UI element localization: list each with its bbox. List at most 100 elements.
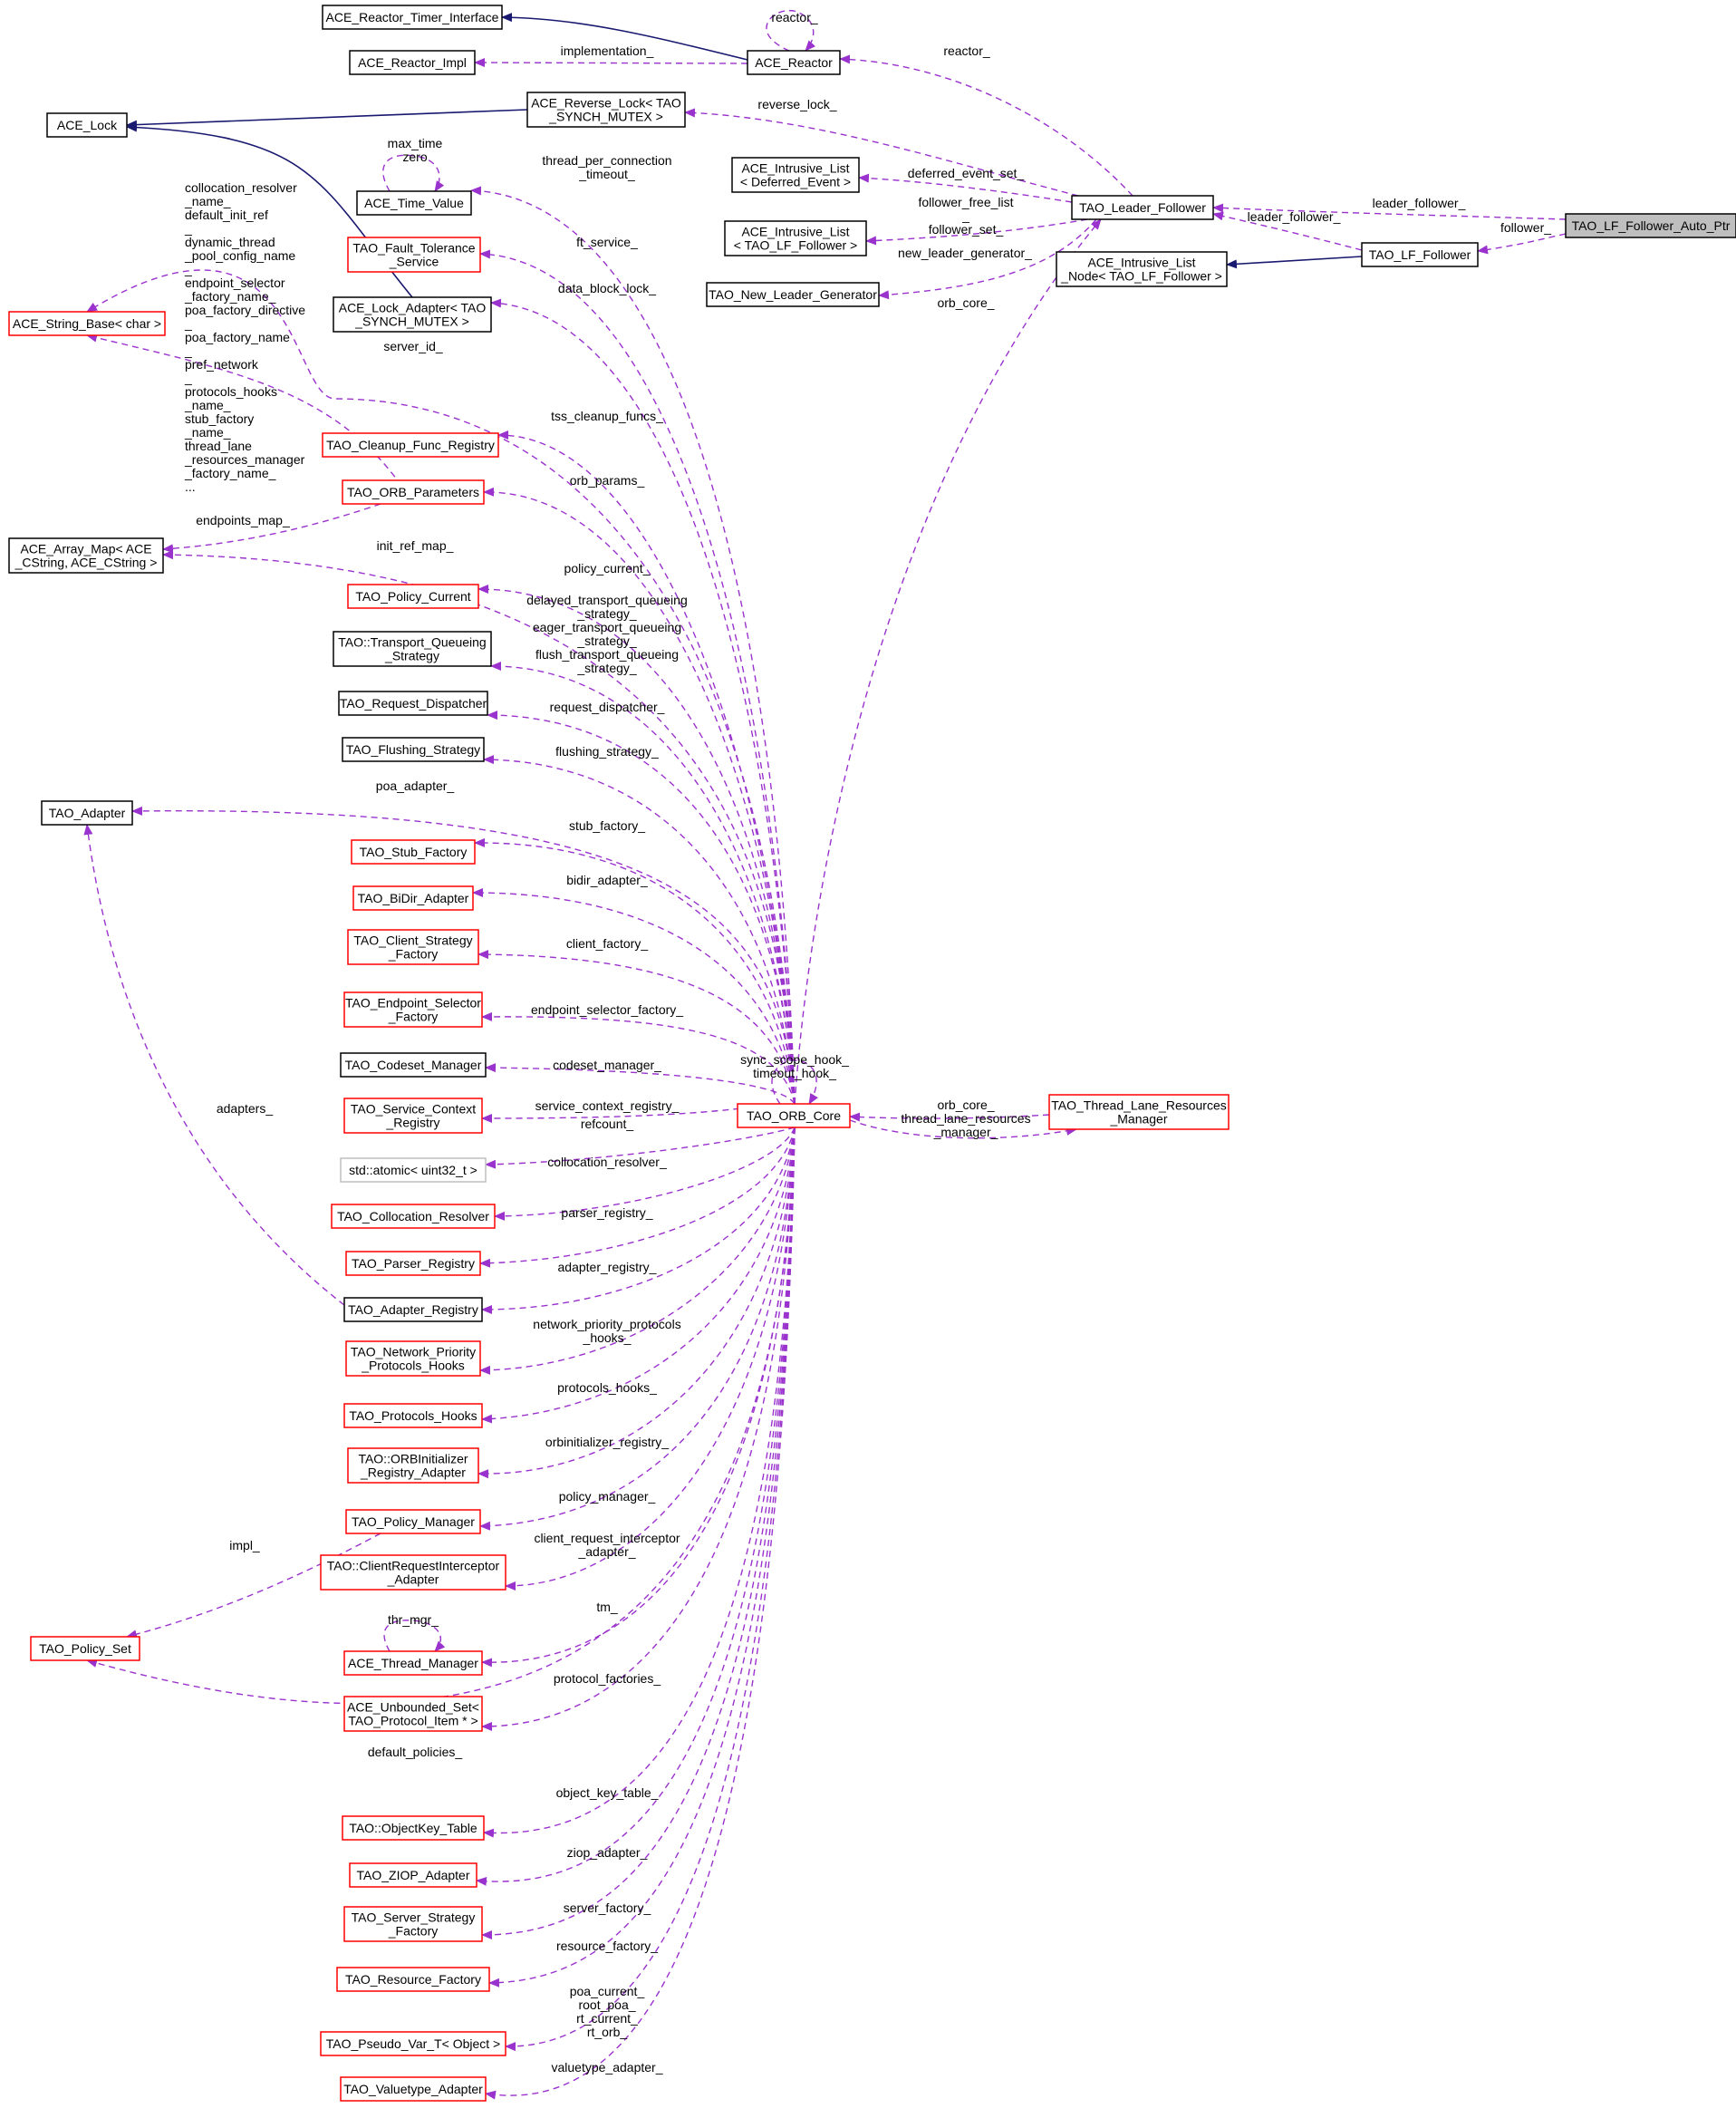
class-node-stub-factory[interactable]: TAO_Stub_Factory [351, 839, 476, 865]
class-node-request-dispatcher[interactable]: TAO_Request_Dispatcher [338, 691, 488, 716]
dependency-edge [383, 1620, 446, 1652]
class-node-orb-parameters[interactable]: TAO_ORB_Parameters [342, 479, 485, 505]
dependency-edge [83, 824, 345, 1306]
class-node-ziop-adapter[interactable]: TAO_ZIOP_Adapter [349, 1862, 477, 1888]
edge-label-ft-service: ft_service_ [576, 235, 638, 249]
dependency-edge [481, 1127, 796, 1731]
edge-label-resource-factory: resource_factory_ [556, 1939, 658, 1953]
class-node-lock-adapter[interactable]: ACE_Lock_Adapter< TAO_SYNCH_MUTEX > [333, 296, 492, 333]
class-node-ace-reactor[interactable]: ACE_Reactor [747, 50, 841, 75]
class-node-reverse-lock[interactable]: ACE_Reverse_Lock< TAO_SYNCH_MUTEX > [526, 92, 686, 128]
class-node-label: ACE_Reverse_Lock< TAO_SYNCH_MUTEX > [531, 96, 681, 124]
dependency-edge [865, 218, 1088, 246]
edge-label-group: follower_ [1500, 220, 1551, 235]
class-node-endpoint-selector[interactable]: TAO_Endpoint_Selector_Factory [343, 991, 483, 1028]
class-node-label: TAO_New_Leader_Generator [709, 287, 877, 302]
inheritance-edge [501, 13, 748, 61]
edge-label-default-policies: default_policies_ [368, 1745, 463, 1759]
class-node-lf-auto-ptr[interactable]: TAO_LF_Follower_Auto_Ptr [1565, 213, 1736, 238]
class-node-intrusive-deferred[interactable]: ACE_Intrusive_List< Deferred_Event > [731, 157, 860, 193]
edge-label-group: new_leader_generator_ [898, 246, 1032, 260]
class-node-atomic[interactable]: std::atomic< uint32_t > [340, 1157, 487, 1183]
edge-label-group: impl_ [229, 1538, 260, 1552]
class-node-label: ACE_Thread_Manager [348, 1656, 478, 1670]
class-node-string-base[interactable]: ACE_String_Base< char > [8, 311, 166, 336]
class-node-valuetype-adapter[interactable]: TAO_Valuetype_Adapter [340, 2076, 487, 2102]
edge-label-group: client_request_interceptor_adapter_ [534, 1531, 680, 1559]
class-node-intrusive-lf[interactable]: ACE_Intrusive_List< TAO_LF_Follower > [724, 220, 867, 256]
edge-label-adapters: adapters_ [217, 1101, 273, 1116]
edge-label-request-dispatcher: request_dispatcher_ [550, 700, 665, 714]
class-node-policy-manager[interactable]: TAO_Policy_Manager [345, 1509, 481, 1534]
edge-label-object-key-table: object_key_table_ [556, 1785, 659, 1800]
edge-label-group: poa_adapter_ [376, 779, 455, 793]
edge-label-tss-cleanup: tss_cleanup_funcs_ [551, 409, 663, 423]
dependency-edge [488, 1127, 796, 1987]
class-node-resource-factory[interactable]: TAO_Resource_Factory [336, 1967, 490, 1992]
class-node-orb-core[interactable]: TAO_ORB_Core [737, 1103, 851, 1128]
class-node-unbounded-set[interactable]: ACE_Unbounded_Set<TAO_Protocol_Item * > [343, 1696, 483, 1732]
class-node-time-value[interactable]: ACE_Time_Value [356, 190, 472, 216]
class-node-bidir-adapter[interactable]: TAO_BiDir_Adapter [352, 885, 474, 911]
class-node-protocols-hooks[interactable]: TAO_Protocols_Hooks [343, 1403, 483, 1428]
class-node-network-priority[interactable]: TAO_Network_Priority_Protocols_Hooks [345, 1340, 481, 1377]
class-node-orbinitializer[interactable]: TAO::ORBInitializer_Registry_Adapter [347, 1447, 479, 1484]
class-node-reactor-impl[interactable]: ACE_Reactor_Impl [349, 50, 476, 75]
class-node-new-leader-gen[interactable]: TAO_New_Leader_Generator [706, 282, 880, 307]
edge-label-group: object_key_table_ [556, 1785, 659, 1800]
edge-label-adapter-registry: adapter_registry_ [558, 1260, 657, 1274]
dependency-edge [858, 173, 1073, 203]
edge-label-group: sync_scope_hook_timeout_hook_ [740, 1052, 849, 1080]
edge-label-group: thread_lane_resources_manager_ [901, 1111, 1030, 1139]
class-node-leader-follower[interactable]: TAO_Leader_Follower [1071, 195, 1214, 220]
class-node-collocation-resolver[interactable]: TAO_Collocation_Resolver [331, 1204, 496, 1229]
edge-label-group: deferred_event_set_ [908, 166, 1025, 180]
class-node-codeset-manager[interactable]: TAO_Codeset_Manager [340, 1052, 487, 1078]
class-node-policy-current[interactable]: TAO_Policy_Current [347, 584, 479, 609]
edge-label-network-priority: network_priority_protocols_hooks_ [533, 1317, 680, 1345]
edge-label-orb-core-tl: orb_core_ [937, 1098, 994, 1112]
class-node-ace-lock[interactable]: ACE_Lock [46, 112, 128, 138]
class-node-adapter-registry[interactable]: TAO_Adapter_Registry [343, 1297, 483, 1322]
class-node-client-request[interactable]: TAO::ClientRequestInterceptor_Adapter [320, 1554, 506, 1591]
class-node-label: TAO_Service_Context_Registry [351, 1102, 476, 1130]
class-node-array-map[interactable]: ACE_Array_Map< ACE_CString, ACE_CString … [8, 537, 164, 574]
class-node-label: TAO::ObjectKey_Table [349, 1821, 477, 1835]
class-node-label: TAO_Policy_Set [39, 1641, 131, 1656]
class-node-objectkey-table[interactable]: TAO::ObjectKey_Table [342, 1815, 485, 1841]
class-node-service-context[interactable]: TAO_Service_Context_Registry [343, 1098, 483, 1134]
class-node-policy-set[interactable]: TAO_Policy_Set [30, 1636, 140, 1661]
class-node-label: TAO_Policy_Current [355, 589, 470, 604]
edge-label-data-block-lock: data_block_lock_ [558, 281, 656, 295]
edge-label-group: leader_follower_ [1373, 196, 1466, 210]
class-node-fault-tolerance[interactable]: TAO_Fault_Tolerance_Service [347, 237, 481, 273]
edge-label-ziop-adapter: ziop_adapter_ [567, 1845, 648, 1860]
dependency-edge [162, 503, 381, 554]
dependency-edge [131, 806, 796, 1105]
dependency-edge [481, 1011, 796, 1105]
edge-label-group: reactor_ [771, 10, 818, 24]
edge-label-group: delayed_transport_queueing_strategy_eage… [526, 593, 687, 675]
class-node-transport-queueing[interactable]: TAO::Transport_Queueing_Strategy [333, 631, 492, 667]
class-node-cleanup-func[interactable]: TAO_Cleanup_Func_Registry [322, 432, 499, 458]
class-node-reactor-timer-iface[interactable]: ACE_Reactor_Timer_Interface [322, 5, 503, 30]
edge-label-orbinitializer: orbinitializer_registry_ [545, 1435, 669, 1449]
class-node-thread-lane[interactable]: TAO_Thread_Lane_Resources_Manager [1048, 1094, 1230, 1130]
dependency-edge [470, 186, 796, 1105]
class-node-flushing-strategy[interactable]: TAO_Flushing_Strategy [342, 737, 485, 762]
edge-label-protocol-factories: protocol_factories_ [554, 1671, 661, 1686]
class-node-client-strategy[interactable]: TAO_Client_Strategy_Factory [347, 929, 479, 965]
class-node-thread-manager[interactable]: ACE_Thread_Manager [343, 1650, 483, 1676]
edge-label-impl: impl_ [229, 1538, 260, 1552]
class-node-server-strategy[interactable]: TAO_Server_Strategy_Factory [343, 1906, 483, 1942]
class-node-pseudo-var[interactable]: TAO_Pseudo_Var_T< Object > [320, 2031, 506, 2056]
class-node-label: TAO_Valuetype_Adapter [343, 2082, 483, 2096]
class-node-label: TAO_Collocation_Resolver [337, 1209, 489, 1223]
class-node-lf-follower[interactable]: TAO_LF_Follower [1361, 242, 1479, 267]
class-node-intrusive-node[interactable]: ACE_Intrusive_List_Node< TAO_LF_Follower… [1056, 251, 1228, 287]
dependency-edge [481, 1127, 796, 1424]
class-node-parser-registry[interactable]: TAO_Parser_Registry [345, 1251, 481, 1276]
edge-label-group: thr_mgr_ [388, 1612, 439, 1627]
class-node-label: TAO_LF_Follower [1369, 247, 1471, 262]
class-node-tao-adapter[interactable]: TAO_Adapter [41, 800, 133, 826]
